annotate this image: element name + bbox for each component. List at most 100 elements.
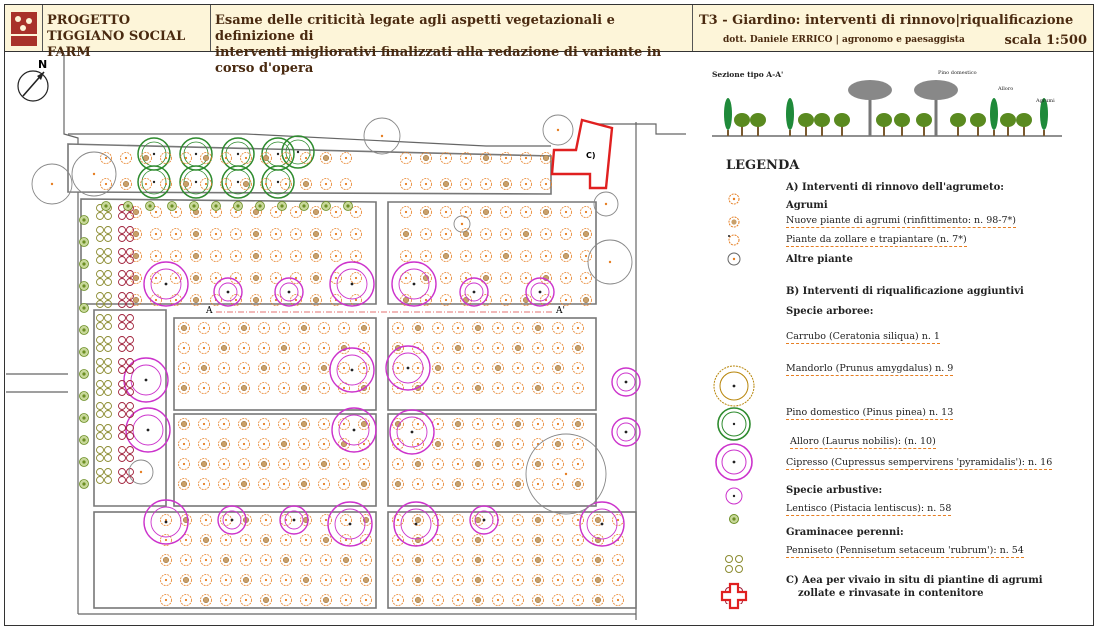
legend-mastic: Lentisco (Pistacia lentiscus): n. 58 <box>786 503 952 516</box>
citrus-tree <box>392 478 404 490</box>
citrus-tree <box>552 534 564 546</box>
citrus-tree <box>512 534 524 546</box>
citrus-tree <box>560 228 572 240</box>
citrus-tree <box>512 322 524 334</box>
citrus-tree <box>460 178 472 190</box>
mastic-shrub <box>96 446 112 462</box>
citrus-tree <box>492 534 504 546</box>
citrus-tree <box>198 418 210 430</box>
citrus-tree <box>250 250 262 262</box>
citrus-tree <box>210 250 222 262</box>
section-label-citrus: Agrumi <box>1036 98 1055 104</box>
legend-trees-heading: Specie arboree: <box>786 306 874 317</box>
citrus-tree <box>198 362 210 374</box>
citrus-tree <box>198 322 210 334</box>
laurel-symbol-icon <box>725 487 743 505</box>
citrus-tree <box>452 514 464 526</box>
title-block: PROGETTO TIGGIANO SOCIAL FARM Esame dell… <box>4 4 1094 76</box>
citrus-tree <box>260 534 272 546</box>
pine-tree <box>459 277 489 307</box>
citrus-tree <box>480 178 492 190</box>
citrus-tree <box>432 554 444 566</box>
citrus-tree <box>240 152 252 164</box>
citrus-tree <box>560 250 572 262</box>
citrus-tree <box>552 514 564 526</box>
citrus-tree <box>492 554 504 566</box>
citrus-tree <box>218 382 230 394</box>
citrus-tree <box>512 382 524 394</box>
project-description: Esame delle criticità legate agli aspett… <box>211 5 693 76</box>
citrus-tree <box>520 178 532 190</box>
citrus-tree <box>298 382 310 394</box>
citrus-tree <box>258 382 270 394</box>
citrus-tree <box>500 228 512 240</box>
legend-group-b: B) Interventi di riqualificazione aggiun… <box>786 286 1024 297</box>
citrus-tree <box>278 438 290 450</box>
citrus-tree <box>218 438 230 450</box>
pine-tree <box>327 501 373 547</box>
citrus-tree <box>278 362 290 374</box>
citrus-tree <box>420 228 432 240</box>
citrus-tree <box>552 438 564 450</box>
citrus-tree <box>160 514 172 526</box>
citrus-tree <box>260 178 272 190</box>
citrus-tree <box>280 594 292 606</box>
citrus-tree <box>420 152 432 164</box>
citrus-tree <box>140 152 152 164</box>
citrus-tree <box>492 458 504 470</box>
cypress-tree <box>79 457 89 467</box>
citrus-tree <box>392 458 404 470</box>
citrus-tree <box>160 178 172 190</box>
citrus-tree <box>532 478 544 490</box>
citrus-tree <box>512 514 524 526</box>
citrus-tree <box>258 322 270 334</box>
citrus-tree <box>480 152 492 164</box>
citrus-tree <box>120 178 132 190</box>
citrus-tree <box>318 342 330 354</box>
citrus-tree <box>552 322 564 334</box>
citrus-tree <box>340 554 352 566</box>
citrus-tree <box>512 458 524 470</box>
citrus-tree <box>360 554 372 566</box>
citrus-tree <box>200 152 212 164</box>
citrus-tree <box>338 458 350 470</box>
citrus-tree <box>180 594 192 606</box>
citrus-tree <box>560 294 572 306</box>
citrus-tree <box>432 342 444 354</box>
citrus-tree <box>178 382 190 394</box>
penniseto-grass <box>118 226 134 242</box>
section-label-laurel: Alloro <box>998 86 1014 92</box>
pine-tree <box>469 505 499 535</box>
citrus-tree <box>238 418 250 430</box>
citrus-tree <box>592 554 604 566</box>
existing-tree <box>587 239 633 285</box>
citrus-tree <box>330 228 342 240</box>
citrus-tree <box>218 478 230 490</box>
citrus-tree <box>240 574 252 586</box>
citrus-tree <box>358 478 370 490</box>
citrus-tree <box>320 178 332 190</box>
pine-tree <box>125 407 171 453</box>
legend-grasses-heading: Graminacee perenni: <box>786 527 904 538</box>
citrus-tree <box>310 250 322 262</box>
existing-tree <box>593 191 619 217</box>
citrus-tree <box>318 418 330 430</box>
citrus-tree <box>500 250 512 262</box>
citrus-tree <box>440 178 452 190</box>
pine-tree <box>329 347 375 393</box>
citrus-tree <box>500 178 512 190</box>
citrus-tree <box>230 250 242 262</box>
citrus-tree <box>100 152 112 164</box>
citrus-tree <box>280 554 292 566</box>
citrus-tree <box>432 594 444 606</box>
citrus-tree <box>400 152 412 164</box>
citrus-tree <box>358 342 370 354</box>
citrus-tree <box>330 206 342 218</box>
citrus-tree <box>432 438 444 450</box>
citrus-tree <box>130 228 142 240</box>
cypress-tree <box>299 201 309 211</box>
citrus-tree <box>492 594 504 606</box>
citrus-tree <box>350 272 362 284</box>
citrus-tree <box>420 178 432 190</box>
cypress-tree <box>277 201 287 211</box>
